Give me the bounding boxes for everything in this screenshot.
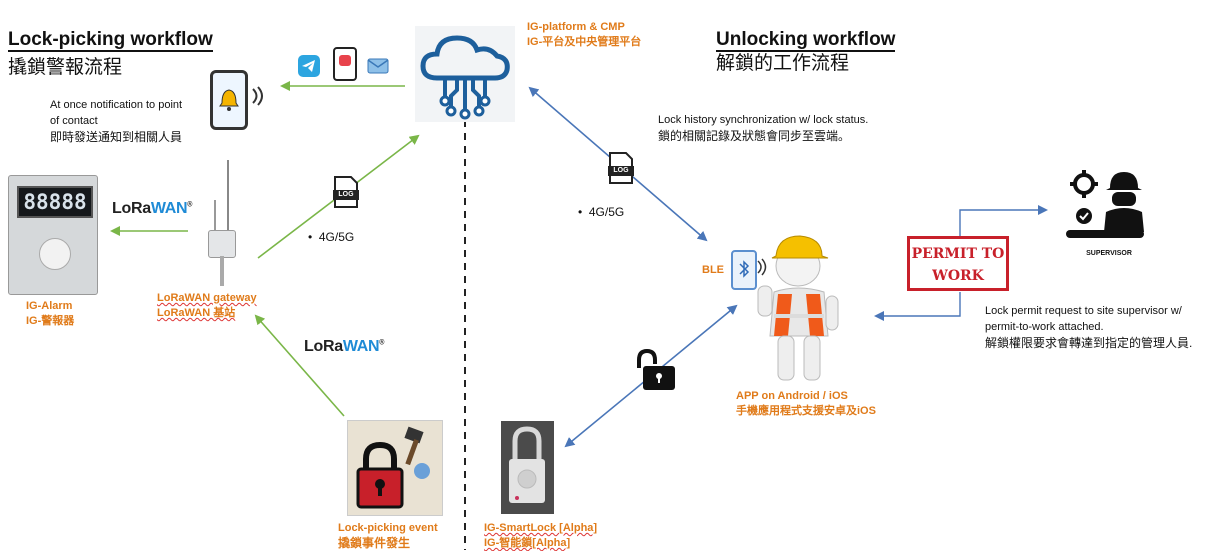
log-label-left: LOG xyxy=(338,191,354,198)
alarm-label-en: IG-Alarm xyxy=(26,300,73,312)
arrow-event-to-gateway xyxy=(254,314,345,417)
notify-text: At once notification to point of contact… xyxy=(50,97,182,145)
permit-stamp-line1: PERMIT TO xyxy=(911,246,1005,262)
lock-picking-event-image xyxy=(347,420,443,516)
left-workflow-subtitle: 撬鎖警報流程 xyxy=(8,56,123,78)
gateway-antenna-short xyxy=(214,200,216,230)
gateway-antenna xyxy=(227,160,229,230)
left-workflow-title: Lock-picking workflow xyxy=(8,29,213,52)
arrow-supervisor-to-app xyxy=(874,292,961,321)
unlocked-padlock-icon xyxy=(633,348,677,392)
notify-text-line1: At once notification to point xyxy=(50,99,183,111)
bell-icon xyxy=(219,89,239,111)
gateway-device xyxy=(208,230,236,258)
event-label-en: Lock-picking event xyxy=(338,522,438,534)
permit-text-line2: permit-to-work attached. xyxy=(985,321,1104,333)
log-file-icon-right: LOG xyxy=(608,152,634,184)
signal-waves-icon xyxy=(757,258,767,276)
email-icon xyxy=(367,55,389,75)
app-label-zh: 手機應用程式支援安卓及iOS xyxy=(736,405,876,417)
app-label-en: APP on Android / iOS xyxy=(736,390,848,402)
permit-text: Lock permit request to site supervisor w… xyxy=(985,303,1192,351)
app-label: APP on Android / iOS 手機應用程式支援安卓及iOS xyxy=(736,389,876,419)
permit-text-zh: 解鎖權限要求會轉達到指定的管理人員. xyxy=(985,336,1193,350)
ble-label: BLE xyxy=(702,264,724,276)
smartlock-label-zh: IG-智能鎖[Alpha] xyxy=(484,537,571,549)
gateway-label-en: LoRaWAN gateway xyxy=(157,292,257,304)
worker-figure xyxy=(748,232,844,384)
telegram-icon xyxy=(298,55,320,77)
network-label-left: • 4G/5G xyxy=(308,230,355,244)
sync-text: Lock history synchronization w/ lock sta… xyxy=(658,112,868,144)
event-label-zh: 撬鎖事件發生 xyxy=(338,536,411,550)
permit-stamp-line2: WORK xyxy=(932,268,984,284)
smartlock-label-en: IG-SmartLock [Alpha] xyxy=(484,522,598,534)
permit-to-work-stamp: PERMIT TO WORK xyxy=(907,236,1009,291)
smartlock-label: IG-SmartLock [Alpha] IG-智能鎖[Alpha] xyxy=(484,521,597,551)
supervisor-icon: SUPERVISOR xyxy=(1060,168,1150,257)
cloud-platform-icon xyxy=(415,26,515,122)
sms-phone-icon xyxy=(333,47,357,81)
right-workflow-title: Unlocking workflow xyxy=(716,29,896,52)
notify-text-line2: of contact xyxy=(50,115,98,127)
network-label-right: • 4G/5G xyxy=(578,205,625,219)
supervisor-label: SUPERVISOR xyxy=(1086,250,1132,257)
platform-label-zh: IG-平台及中央管理平台 xyxy=(527,36,642,48)
gateway-label: LoRaWAN gateway LoRaWAN 基站 xyxy=(157,291,257,321)
smartlock-image xyxy=(501,421,554,514)
lorawan-logo-bottom: LoRaWAN® xyxy=(304,338,385,355)
sync-text-zh: 鎖的相關記錄及狀態會同步至雲端。 xyxy=(658,129,851,143)
notify-text-zh: 即時發送通知到相關人員 xyxy=(50,130,183,144)
ring-lines-icon xyxy=(252,86,263,106)
lorawan-logo-top: LoRaWAN® xyxy=(112,200,193,217)
platform-label-en: IG-platform & CMP xyxy=(527,21,625,33)
alarm-siren xyxy=(39,238,71,270)
bluetooth-icon xyxy=(739,260,750,278)
log-file-icon-left: LOG xyxy=(333,176,359,208)
gateway-label-zh: LoRaWAN 基站 xyxy=(157,307,236,319)
alarm-label: IG-Alarm IG-警報器 xyxy=(26,299,74,329)
right-workflow-subtitle: 解鎖的工作流程 xyxy=(716,52,850,74)
ble-phone-icon xyxy=(731,250,757,290)
alarm-device: 88888 xyxy=(8,175,98,295)
alarm-display: 88888 xyxy=(17,186,93,218)
alarm-label-zh: IG-警報器 xyxy=(26,315,75,327)
log-label-right: LOG xyxy=(613,167,629,174)
permit-text-line1: Lock permit request to site supervisor w… xyxy=(985,305,1182,317)
sync-text-en: Lock history synchronization w/ lock sta… xyxy=(658,114,869,126)
event-label: Lock-picking event 撬鎖事件發生 xyxy=(338,521,438,551)
notification-phone xyxy=(210,70,248,130)
gateway-pole xyxy=(220,256,224,286)
platform-label: IG-platform & CMP IG-平台及中央管理平台 xyxy=(527,20,641,50)
